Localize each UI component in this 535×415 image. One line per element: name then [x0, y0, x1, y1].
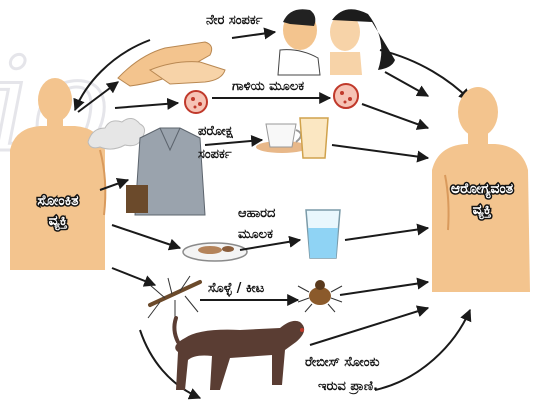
- svg-text:ಇರುವ ಪ್ರಾಣಿ.: ಇರುವ ಪ್ರಾಣಿ.: [318, 379, 378, 396]
- germ-icon-right: [334, 84, 358, 108]
- route-label-air: ಗಾಳಿಯ ಮೂಲಕ: [232, 79, 304, 94]
- arrow-air-to-healthy: [362, 104, 428, 128]
- cups-icon: [256, 118, 328, 158]
- svg-text:ವ್ಯಕ್ತಿ: ವ್ಯಕ್ತಿ: [49, 213, 68, 231]
- svg-text:ವ್ಯಕ್ತಿ: ವ್ಯಕ್ತಿ: [473, 202, 492, 220]
- tick-insect-icon: [298, 280, 342, 312]
- arrow-to-food: [112, 225, 180, 248]
- arrow-to-kiss: [232, 32, 275, 38]
- svg-text:ಮೂಲಕ: ಮೂಲಕ: [238, 227, 273, 242]
- svg-text:ಪರೋಕ್ಷ: ಪರೋಕ್ಷ: [198, 124, 234, 139]
- arrow-to-cups: [205, 140, 262, 145]
- route-label-rabies-animal: ರೇಬೀಸ್ ಸೋಂಕು ಇರುವ ಪ್ರಾಣಿ.: [305, 355, 379, 396]
- svg-text:ಸಂಪರ್ಕ: ಸಂಪರ್ಕ: [198, 147, 232, 162]
- cycle-arrow-bottom-right: [375, 310, 470, 390]
- arrow-to-air-germ: [115, 103, 178, 108]
- arrow-dog-to-healthy: [310, 308, 428, 345]
- arrow-kiss-to-healthy: [385, 72, 428, 96]
- arrow-cups-to-healthy: [332, 145, 428, 158]
- svg-text:ಆರೋಗ್ಯವಂತ: ಆರೋಗ್ಯವಂತ: [451, 181, 514, 199]
- svg-text:ಆಹಾರದ: ಆಹಾರದ: [238, 206, 276, 221]
- germ-icon-left: [185, 91, 207, 113]
- route-label-direct-contact: ನೇರ ಸಂಪರ್ಕ: [206, 13, 263, 28]
- dog-icon: [174, 318, 304, 390]
- svg-text:ಸೋಂಕಿತ: ಸೋಂಕಿತ: [37, 193, 79, 209]
- route-label-food: ಆಹಾರದ ಮೂಲಕ: [238, 206, 276, 242]
- svg-text:ರೇಬೀಸ್ ಸೋಂಕು: ರೇಬೀಸ್ ಸೋಂಕು: [305, 355, 379, 370]
- handshake-icon: [118, 42, 225, 86]
- kissing-couple-icon: [278, 9, 395, 75]
- arrow-water-to-healthy: [345, 228, 428, 240]
- mosquito-icon: [148, 276, 200, 318]
- route-label-mosquito-insect: ಸೊಳ್ಳೆ / ಕೀಟ: [208, 281, 265, 297]
- cycle-arrow-top-right: [380, 50, 470, 100]
- arrow-to-mosquito: [112, 268, 155, 285]
- food-plate-icon: [183, 243, 247, 261]
- arrow-tick-to-healthy: [340, 282, 428, 295]
- water-glass-icon: [306, 210, 340, 258]
